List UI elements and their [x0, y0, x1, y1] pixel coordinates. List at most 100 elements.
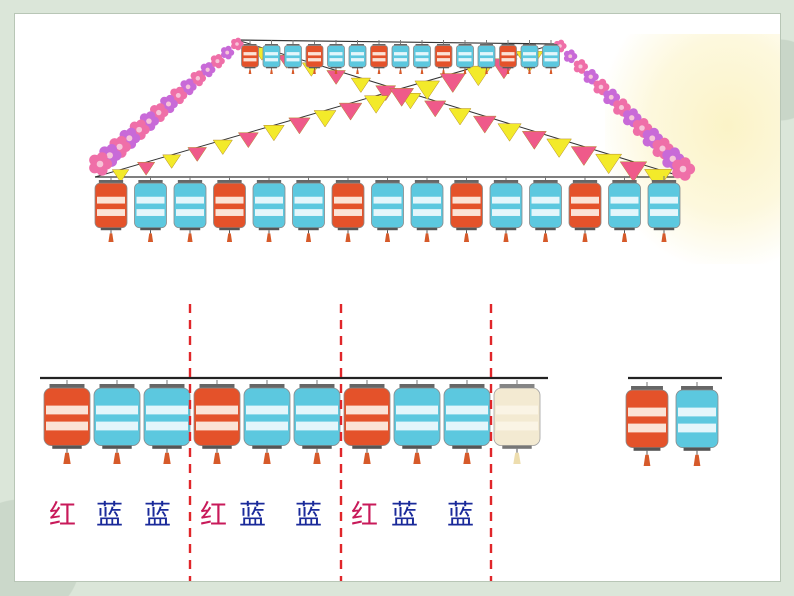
pattern-label-6: 蓝 [295, 500, 322, 531]
front-lantern-14 [608, 176, 641, 242]
back-lantern-1 [241, 40, 259, 74]
pattern-label-5: 蓝 [239, 500, 266, 531]
flag [389, 88, 415, 107]
front-lantern-9 [410, 176, 444, 242]
group-dividers [188, 304, 493, 581]
back-lantern-15 [542, 40, 560, 74]
flower [573, 59, 589, 74]
flag [162, 154, 182, 169]
pattern-lantern-9 [443, 380, 491, 464]
front-lantern-10 [450, 176, 483, 242]
flag [212, 139, 233, 156]
back-lantern-14 [520, 40, 539, 74]
back-string [236, 39, 556, 45]
pattern-lantern-5 [243, 380, 291, 464]
flag [263, 125, 285, 142]
flag [313, 110, 337, 128]
pattern-lantern-8 [393, 380, 441, 464]
flag [414, 80, 441, 100]
flag [595, 153, 623, 175]
flag [136, 161, 156, 176]
bunting-flags [111, 47, 673, 191]
pattern-lantern-row [40, 376, 548, 464]
pattern-label-7: 红 [351, 500, 378, 531]
flag [521, 131, 547, 150]
flag [187, 147, 208, 162]
pattern-label-8: 蓝 [391, 500, 418, 531]
flower [160, 94, 178, 114]
front-lantern-6 [292, 176, 325, 242]
flower-garlands [89, 37, 696, 181]
flag [570, 146, 598, 167]
front-lantern-12 [529, 176, 562, 242]
flower [563, 49, 578, 64]
flag [363, 95, 389, 114]
flower [220, 45, 235, 60]
front-lantern-13 [568, 176, 602, 242]
flower [109, 135, 131, 158]
pattern-label-3: 蓝 [144, 500, 171, 531]
flower [210, 53, 225, 69]
front-lantern-4 [213, 176, 246, 242]
back-lantern-13 [499, 40, 517, 74]
choice-lantern-blue [675, 382, 719, 466]
front-lantern-3 [173, 176, 207, 242]
flag [350, 77, 372, 94]
flower [170, 86, 188, 105]
front-lantern-row [94, 176, 681, 242]
front-lantern-11 [489, 176, 523, 242]
hanging-strings [94, 39, 684, 178]
back-lantern-10 [434, 40, 453, 74]
lantern-scene [40, 37, 722, 581]
flag [448, 108, 472, 126]
pattern-lantern-6 [293, 380, 341, 464]
flag [619, 161, 648, 183]
pattern-lantern-2 [93, 380, 141, 464]
flower [603, 88, 621, 106]
flag [424, 100, 447, 118]
flag [338, 102, 363, 121]
front-lantern-1 [94, 176, 128, 242]
front-lantern-8 [371, 176, 404, 242]
back-lantern-5 [327, 40, 345, 74]
back-lantern-2 [262, 40, 281, 74]
pattern-lantern-3 [143, 380, 191, 464]
flag [288, 117, 311, 135]
back-lantern-9 [413, 40, 431, 74]
flag [546, 138, 572, 158]
back-lantern-12 [477, 40, 496, 74]
flower [180, 78, 197, 96]
back-lantern-4 [305, 40, 324, 74]
pattern-lantern-7 [343, 380, 391, 464]
pattern-label-4: 红 [200, 500, 227, 531]
flag [439, 73, 466, 94]
front-lantern-7 [331, 176, 365, 242]
back-lantern-3 [284, 40, 302, 74]
pattern-label-9: 蓝 [447, 500, 474, 531]
choice-lantern-red [625, 382, 669, 466]
front-lantern-5 [252, 176, 286, 242]
back-lantern-6 [348, 40, 367, 74]
back-lantern-row [241, 40, 560, 74]
flag [237, 132, 259, 149]
slide-canvas: 红 蓝 蓝 红 蓝 蓝 红 蓝 蓝 [15, 14, 780, 581]
flag [472, 115, 497, 134]
back-lantern-7 [370, 40, 388, 74]
flower [190, 70, 207, 87]
flag [464, 65, 492, 87]
flag [497, 123, 522, 142]
back-lantern-8 [391, 40, 410, 74]
flower [672, 157, 696, 181]
back-lantern-11 [456, 40, 474, 74]
pattern-lantern-10 [493, 380, 541, 464]
front-lantern-2 [134, 176, 167, 242]
flower [89, 152, 113, 176]
flag [111, 169, 130, 183]
flag [644, 169, 673, 191]
front-lantern-15 [647, 176, 681, 242]
flower [231, 37, 244, 51]
pattern-label-1: 红 [49, 500, 76, 531]
pattern-lantern-4 [193, 380, 241, 464]
pattern-lantern-1 [43, 380, 91, 464]
answer-choice-lanterns [625, 376, 722, 466]
